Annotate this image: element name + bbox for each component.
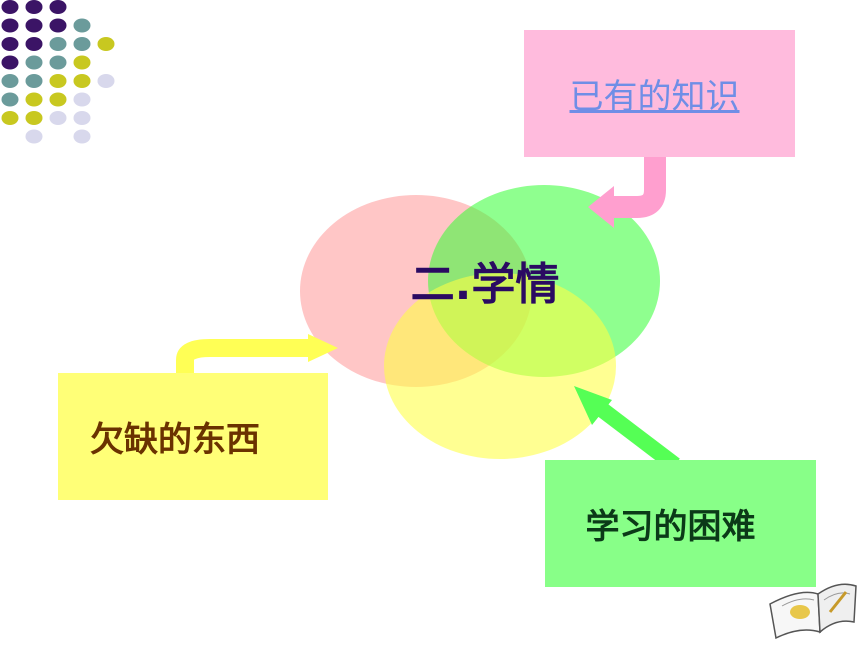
slide-title: 二.学情 — [410, 259, 560, 310]
decor-dot — [1, 111, 19, 125]
decor-dot — [49, 37, 67, 51]
decor-dot — [25, 18, 43, 33]
decor-dot — [49, 18, 67, 33]
decor-dot — [1, 0, 19, 14]
decor-dot — [73, 18, 91, 33]
yellow-arrow — [176, 339, 312, 373]
decor-dot — [73, 92, 91, 107]
decor-dot — [1, 74, 19, 88]
decor-dot — [97, 74, 115, 88]
decor-dot — [25, 111, 43, 125]
decor-dot — [49, 55, 67, 70]
pink-arrow — [610, 157, 666, 218]
decor-dot — [73, 111, 91, 125]
decor-dot — [25, 55, 43, 70]
known-knowledge-link[interactable]: 已有的知识 — [569, 77, 740, 117]
decor-dot — [25, 37, 43, 51]
decor-dot — [49, 0, 67, 14]
open-book-icon — [769, 583, 857, 640]
decor-dot — [1, 18, 19, 33]
difficulty-label: 学习的困难 — [585, 507, 756, 547]
decor-dot — [73, 55, 91, 70]
decor-dot — [1, 55, 19, 70]
decor-dot — [73, 74, 91, 88]
lacking-box: 欠缺的东西 — [58, 373, 328, 500]
decor-dot — [25, 129, 43, 144]
decor-dot — [49, 111, 67, 125]
decor-dot — [73, 129, 91, 144]
pink-arrow-head — [588, 186, 614, 228]
yellow-circle — [384, 273, 616, 459]
decor-dot — [73, 37, 91, 51]
known-knowledge-box: 已有的知识 — [524, 30, 795, 157]
decor-dot — [97, 37, 115, 51]
decor-dot — [25, 0, 43, 14]
green-arrow — [591, 398, 680, 472]
lacking-label: 欠缺的东西 — [90, 420, 260, 460]
difficulty-box: 学习的困难 — [545, 460, 816, 587]
decor-dot — [25, 92, 43, 107]
yellow-arrow-head — [308, 334, 338, 362]
decor-dot — [1, 92, 19, 107]
decor-dot — [25, 74, 43, 88]
decor-dot — [49, 92, 67, 107]
decor-dot — [1, 37, 19, 51]
green-arrow-head — [574, 386, 612, 425]
decor-dot — [49, 74, 67, 88]
